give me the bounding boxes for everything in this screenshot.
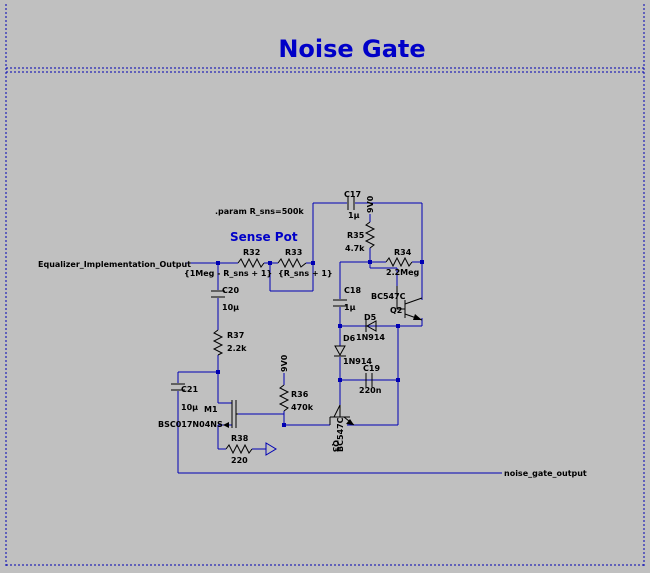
r33-name: R33 (285, 248, 302, 257)
d6-model: 1N914 (343, 357, 372, 366)
wires (177, 202, 502, 474)
c20-value: 10µ (222, 303, 239, 312)
resistor-r35[interactable] (364, 214, 376, 249)
r35-value: 4.7k (345, 244, 365, 253)
c17-value: 1µ (348, 211, 360, 220)
d6-name: D6 (343, 334, 356, 343)
c19-value: 220n (359, 386, 382, 395)
c17-name: C17 (344, 190, 361, 199)
net-label-output: noise_gate_output (504, 469, 587, 478)
resistor-r37[interactable] (212, 329, 224, 356)
m1-name: M1 (204, 405, 218, 414)
junction-nodes (216, 260, 424, 427)
r32-name: R32 (243, 248, 260, 257)
capacitor-c21[interactable] (171, 383, 185, 391)
sheet-border (5, 4, 645, 568)
transistor-q2[interactable] (396, 286, 423, 321)
r37-name: R37 (227, 331, 244, 340)
c21-name: C21 (181, 385, 198, 394)
d5-model: 1N914 (356, 333, 385, 342)
m1-model: BSC017N04NS (158, 420, 223, 429)
r32-value: {1Meg - R_sns + 1} (184, 269, 272, 278)
q2-name: Q2 (390, 306, 402, 315)
net-label-9v0-top: 9V0 (366, 195, 375, 213)
r38-value: 220 (231, 456, 248, 465)
transistor-q3[interactable] (329, 404, 355, 426)
resistor-r33[interactable] (277, 257, 307, 269)
r35-name: R35 (347, 231, 365, 240)
q2-model: BC547C (371, 292, 406, 301)
r36-name: R36 (291, 390, 309, 399)
capacitor-c18[interactable] (333, 299, 347, 307)
net-label-9v0-mid: 9V0 (280, 354, 289, 372)
c18-name: C18 (344, 286, 361, 295)
resistor-r34[interactable] (385, 256, 413, 268)
q3-name: Q3 (331, 440, 340, 452)
resistor-r32[interactable] (237, 257, 265, 269)
r34-value: 2.2Meg (386, 268, 420, 277)
page-title: Noise Gate (278, 35, 425, 63)
resistor-r36[interactable] (278, 384, 290, 412)
net-label-input: Equalizer_Implementation_Output (38, 260, 191, 269)
c19-name: C19 (363, 364, 380, 373)
resistor-r38[interactable] (225, 443, 253, 455)
r37-value: 2.2k (227, 344, 247, 353)
diode-d5[interactable] (365, 320, 377, 332)
capacitor-c19[interactable] (365, 373, 373, 387)
r33-value: {R_sns + 1} (278, 269, 333, 278)
sense-pot-label: Sense Pot (230, 230, 298, 244)
ground-symbol (265, 442, 277, 456)
r34-name: R34 (394, 248, 412, 257)
diode-d6[interactable] (334, 345, 346, 357)
capacitor-c20[interactable] (211, 290, 225, 298)
capacitor-c17[interactable] (347, 196, 355, 210)
mosfet-m1[interactable] (223, 400, 238, 428)
q3-model: BC547C (336, 417, 345, 452)
param-directive: .param R_sns=500k (215, 207, 304, 216)
d5-name: D5 (364, 313, 377, 322)
r36-value: 470k (291, 403, 314, 412)
r38-name: R38 (231, 434, 249, 443)
c18-value: 1µ (344, 303, 356, 312)
c20-name: C20 (222, 286, 239, 295)
c21-value: 10µ (181, 403, 198, 412)
